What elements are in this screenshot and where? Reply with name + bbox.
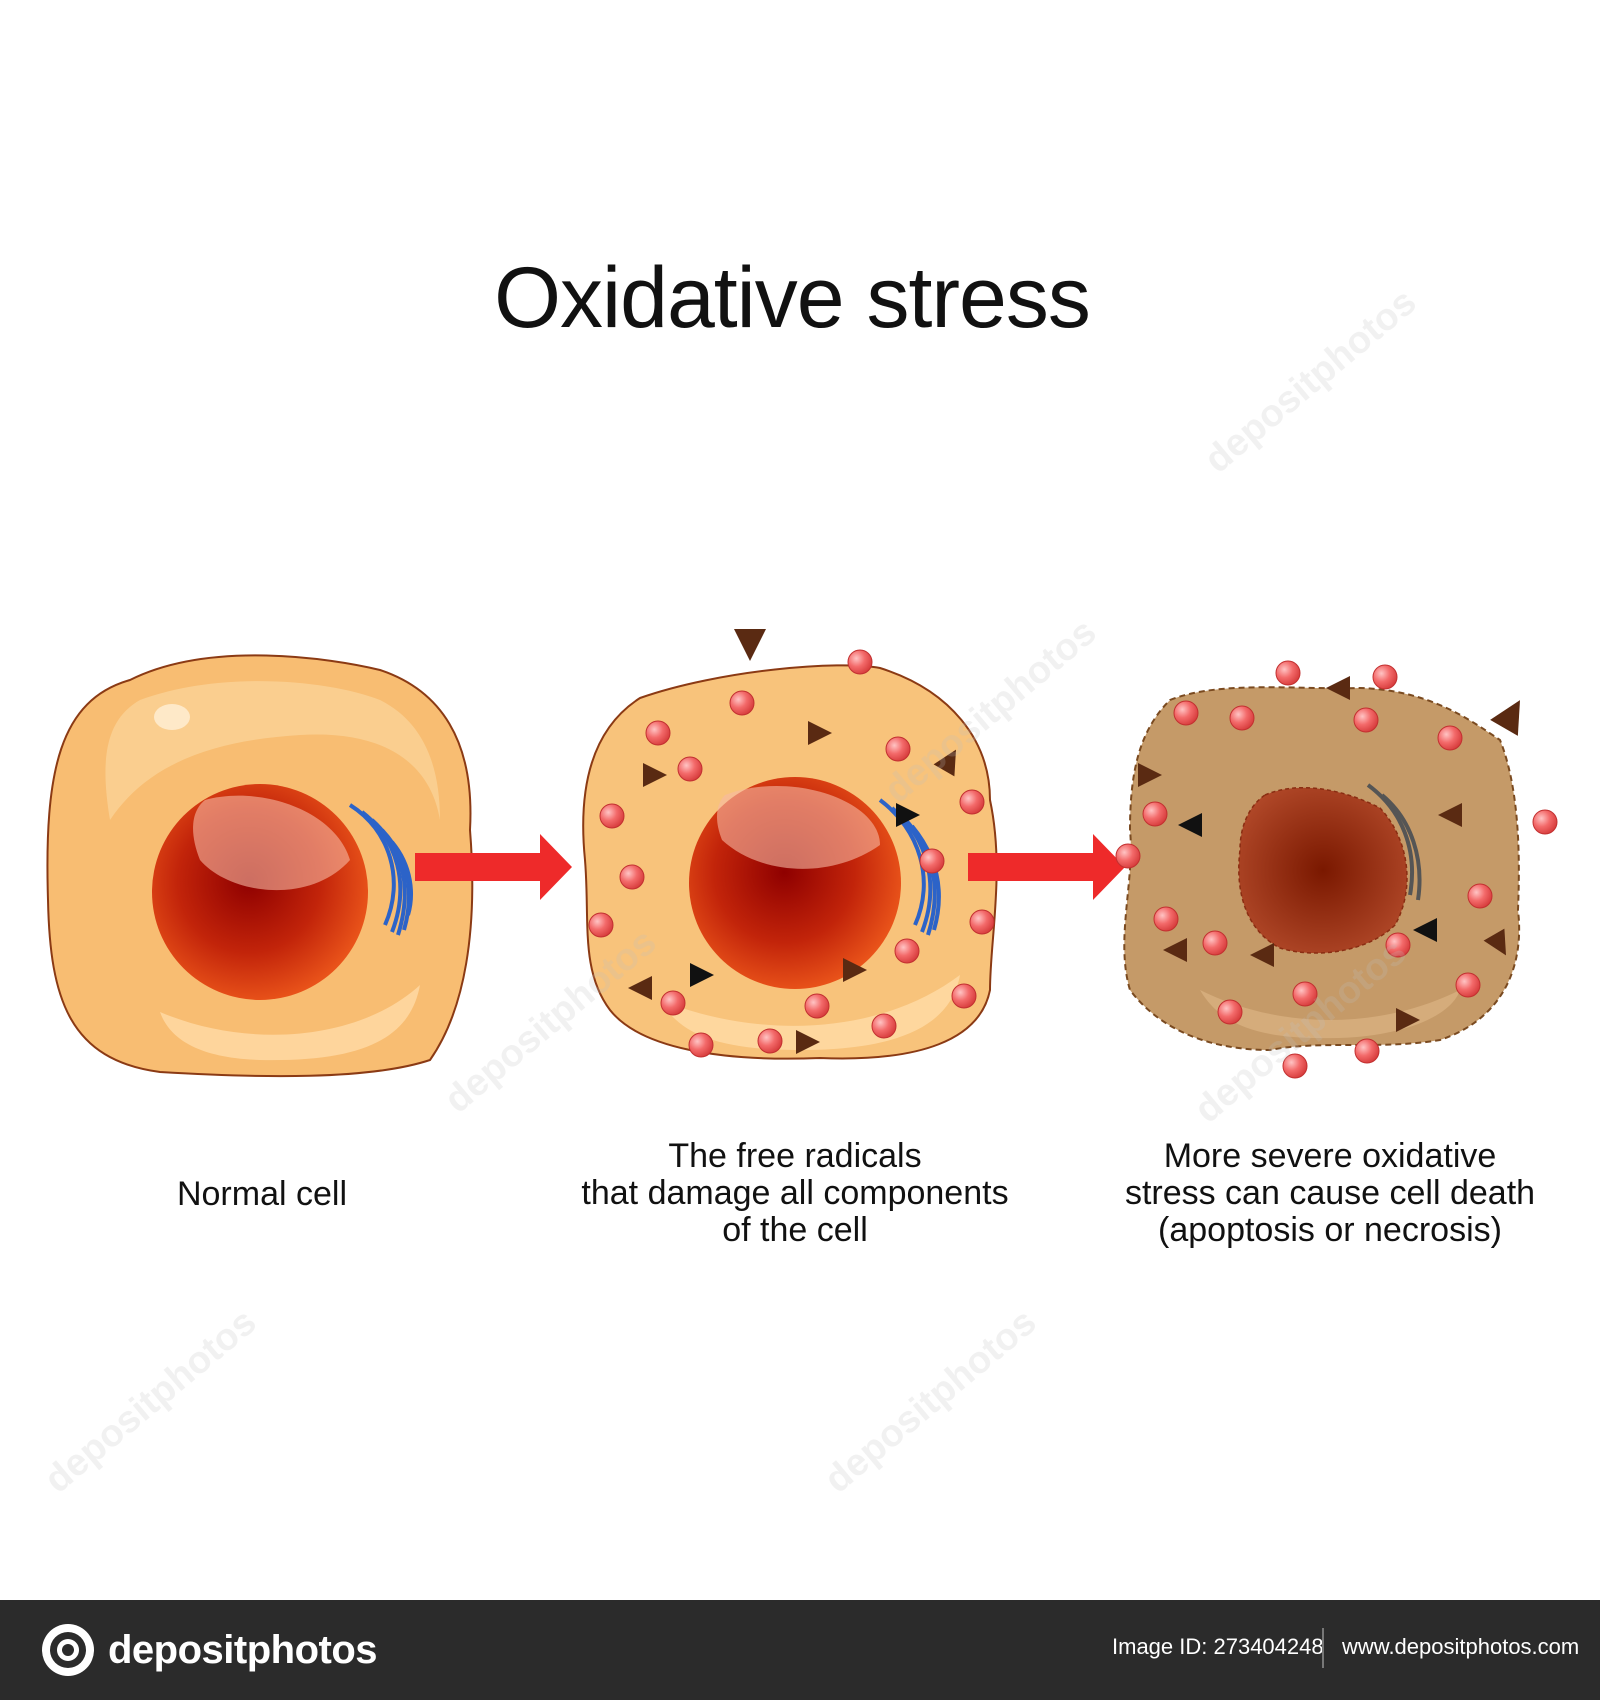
free-radical [1467,883,1493,909]
footer-logo[interactable]: depositphotos [40,1620,378,1680]
free-radical [688,1032,714,1058]
free-radicals [588,649,1558,1079]
stage-label-line: stress can cause cell death [1124,1174,1536,1212]
free-radical [1153,906,1179,932]
diagram-title: Oxidative stress [494,250,1091,346]
free-radical [1437,725,1463,751]
free-radical [919,848,945,874]
damaged-fragment [1490,700,1520,736]
free-radical [959,789,985,815]
golgi-apparatus [1366,783,1422,901]
stage-label-line: The free radicals [668,1137,922,1175]
free-radical [729,690,755,716]
nucleus [152,784,368,1000]
free-radical [1229,705,1255,731]
free-radical [757,1028,783,1054]
arrow-right-icon [968,834,1125,900]
damaged-fragment [843,958,867,982]
damaged-fragment [1250,943,1274,967]
nucleus [1238,786,1408,954]
free-radical [871,1013,897,1039]
footer-bar: depositphotos Image ID: 273404248 www.de… [0,1600,1600,1700]
free-radical [588,912,614,938]
free-radical [1292,981,1318,1007]
damaged-fragment [643,763,667,787]
stage-label-line: that damage all components [581,1174,1009,1212]
damaged-fragment [933,749,956,777]
free-radical [1142,801,1168,827]
free-radical [1202,930,1228,956]
footer-divider [1322,1628,1324,1668]
free-radical [1275,660,1301,686]
damaged-fragment [628,976,652,1000]
damaged-fragment [1413,918,1437,942]
stage-label-line: (apoptosis or necrosis) [1158,1211,1502,1249]
nucleus [689,777,901,989]
damaged-fragment [808,721,832,745]
free-radical [1173,700,1199,726]
stage-label-free-radicals: The free radicals that damage all compon… [565,1138,1025,1249]
free-radical [1115,843,1141,869]
damaged-fragment [1178,813,1202,837]
free-radical [804,993,830,1019]
damaged-fragment [690,963,714,987]
free-radical [1282,1053,1308,1079]
normal-cell [46,654,474,1078]
free-radical [1532,809,1558,835]
free-radical [894,938,920,964]
damaged-fragment [1438,803,1462,827]
free-radical [1372,664,1398,690]
logo-text: depositphotos [108,1627,378,1672]
free-radical [677,756,703,782]
damaged-fragment [1326,676,1350,700]
damaged-fragment [1483,928,1506,956]
free-radical [847,649,873,675]
free-radical [969,909,995,935]
free-radical [1354,1038,1380,1064]
damaged-fragment [1138,763,1162,787]
free-radical [1353,707,1379,733]
golgi-apparatus [348,803,413,936]
free-radical [660,990,686,1016]
free-radical [951,983,977,1009]
free-radical [1455,972,1481,998]
stage-label-line: More severe oxidative [1163,1137,1497,1175]
free-radical [1217,999,1243,1025]
damaged-fragments [628,629,1520,1054]
arrow-right-icon [415,834,572,900]
damaged-fragment [896,803,920,827]
free-radical [1385,932,1411,958]
free-radical [885,736,911,762]
stage-label-normal-cell: Normal cell [152,1176,372,1213]
stage-label-line: of the cell [722,1211,868,1249]
footer-url[interactable]: www.depositphotos.com [1342,1634,1580,1659]
damaged-fragment [1163,938,1187,962]
damaged-fragment [796,1030,820,1054]
stage-label-cell-death: More severe oxidative stress can cause c… [1110,1138,1550,1249]
camera-icon [42,1624,94,1676]
damaged-fragment [1396,1008,1420,1032]
damaged-fragment [734,629,766,661]
free-radical [599,803,625,829]
free-radical [645,720,671,746]
dying-cell [1123,686,1521,1052]
image-id: Image ID: 273404248 [1112,1634,1324,1659]
stage-label-line: Normal cell [176,1175,348,1213]
free-radical [619,864,645,890]
